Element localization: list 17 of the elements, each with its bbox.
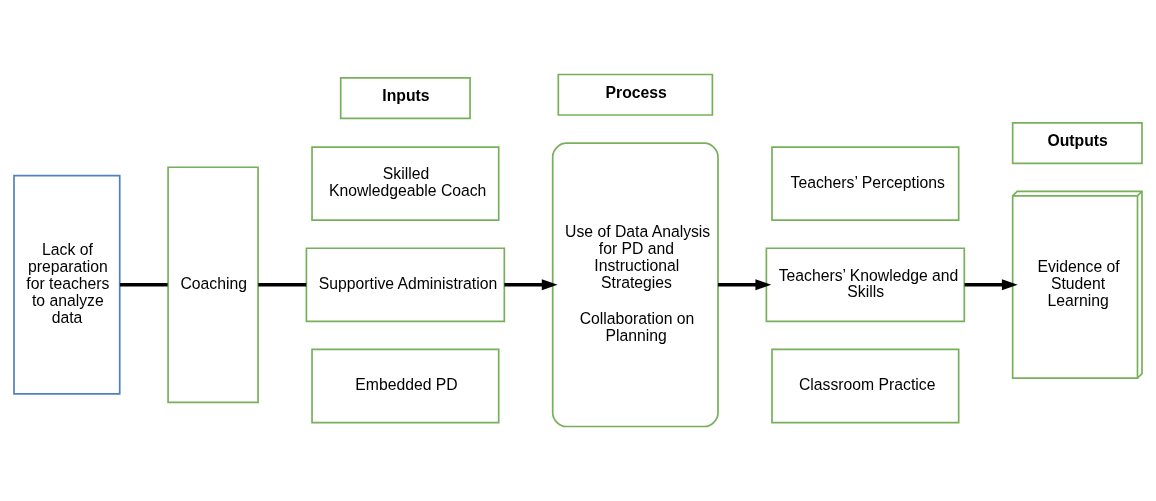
node-box: Supportive Administration (305, 247, 506, 323)
arrow (504, 279, 558, 291)
node-box: Teachers’ Perceptions (771, 146, 960, 221)
node-box: Outputs (1011, 122, 1143, 165)
connector (258, 283, 307, 287)
node-box: Lack of preparation for teachers to analyze data (13, 174, 121, 395)
node-box: Use of Data Analysis for PD and Instructional Strategies Collaboration on Planning (551, 142, 719, 428)
node-box: Teachers’ Knowledge and Skills (765, 247, 966, 323)
node-box: Skilled Knowledgeable Coach (311, 146, 500, 221)
node-box: Classroom Practice (771, 348, 960, 424)
connector (119, 283, 168, 287)
node-box: Embedded PD (311, 348, 500, 424)
node-box: Process (557, 73, 714, 116)
node-box: Inputs (339, 77, 471, 120)
arrow (964, 279, 1018, 291)
arrow (718, 279, 772, 291)
node-box: Coaching (167, 166, 259, 404)
